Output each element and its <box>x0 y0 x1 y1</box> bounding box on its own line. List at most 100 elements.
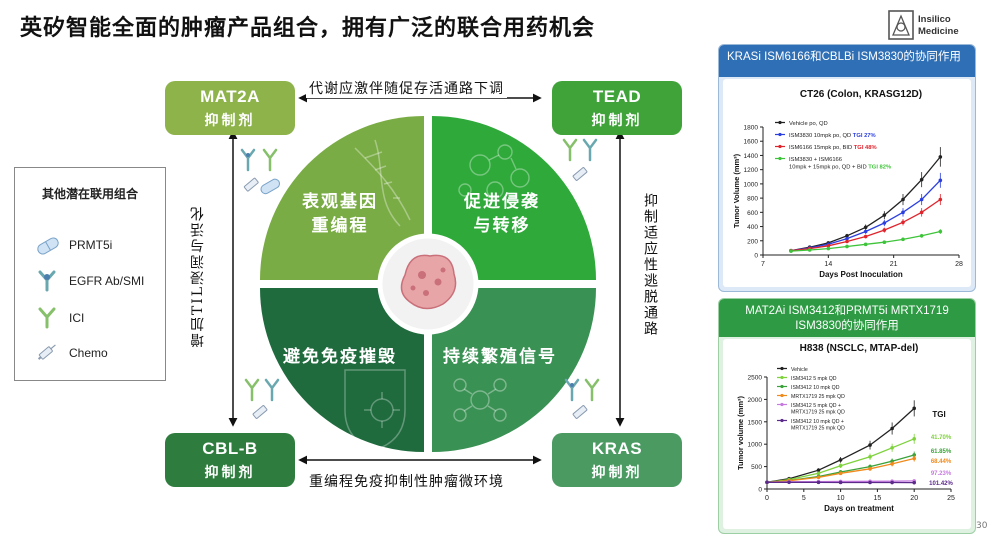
data-point <box>901 210 905 215</box>
y-tick-label: 600 <box>747 210 758 217</box>
y-tick-label: 0 <box>754 253 758 260</box>
data-point <box>912 453 916 457</box>
data-point <box>882 228 887 232</box>
y-axis-label: Tumor volume (mm³) <box>736 395 745 470</box>
data-point <box>938 178 943 183</box>
target-name: TEAD <box>592 87 642 106</box>
tgi-value: TGI 48% <box>852 145 876 151</box>
page-title: 英矽智能全面的肿瘤产品组合，拥有广泛的联合用药机会 <box>20 15 596 41</box>
right-connector-label: 抑制适应性逃脱通路 <box>642 193 658 337</box>
legend-marker <box>780 402 784 407</box>
quadrant-proliferation-label: 持续繁殖信号 <box>443 347 557 367</box>
antibody-icon <box>38 270 56 292</box>
company-logo <box>886 8 996 42</box>
panel-header: MAT2Ai ISM3412和PRMT5i MRTX1719 ISM3830的协… <box>719 299 975 337</box>
tgi-value: 101.42% <box>929 481 953 487</box>
cell-network-icon <box>458 144 530 199</box>
legend-label: ISM3412 10 mpk QD + <box>791 419 844 425</box>
logo-text: Insilico Medicine <box>918 14 959 38</box>
legend-label: ICI <box>69 311 85 325</box>
y-tick-label: 0 <box>758 487 762 494</box>
data-point <box>838 463 843 468</box>
data-point <box>826 243 831 248</box>
x-tick-label: 15 <box>874 495 882 502</box>
x-tick-label: 5 <box>802 495 806 502</box>
y-tick-label: 1400 <box>744 153 759 160</box>
shield-virus-icon <box>344 369 406 451</box>
tead-inhibitor-box: TEAD 抑制剂 <box>552 81 682 135</box>
left-connector-label: 增加TIL浸润与活化 <box>190 205 206 348</box>
legend-label: ISM3412 5 mpk QD <box>791 376 837 382</box>
y-tick-label: 1200 <box>744 167 759 174</box>
data-point <box>789 249 793 253</box>
kras-inhibitor-box: KRAS 抑制剂 <box>552 433 682 487</box>
data-point <box>912 456 916 461</box>
chart-title: H838 (NSCLC, MTAP-del) <box>800 343 919 354</box>
legend-marker <box>778 132 782 137</box>
inhibitor-label: 抑制剂 <box>591 465 643 481</box>
data-point <box>868 454 872 459</box>
combination-legend: 其他潜在联用组合 PRMT5i EGFR Ab/SMI ICI <box>14 167 166 381</box>
target-name: MAT2A <box>200 87 260 106</box>
tgi-value: 97.23% <box>931 471 952 477</box>
data-point <box>787 480 791 485</box>
data-point <box>890 480 894 485</box>
quadrant-text-line: 促进侵袭 <box>464 192 540 212</box>
data-point <box>938 155 943 159</box>
data-point <box>863 234 868 239</box>
tgi-value: 61.85% <box>931 449 952 455</box>
data-point <box>765 480 769 485</box>
proliferation-icon <box>453 378 507 422</box>
legend-label: ISM6166 15mpk po, BID TGI 48% <box>789 145 877 151</box>
data-point <box>882 213 887 217</box>
legend-label: PRMT5i <box>69 238 113 252</box>
tgi-value: TGI 27% <box>851 133 875 139</box>
legend-marker <box>780 384 784 389</box>
legend-marker <box>780 366 784 371</box>
data-point <box>816 471 821 476</box>
x-tick-label: 25 <box>947 495 955 502</box>
mat2a-drug-icons <box>240 148 281 195</box>
data-point <box>890 459 894 464</box>
top-connector-label: 代谢应激伴随促存活通路下调 <box>306 78 507 98</box>
y-tick-label: 1000 <box>744 181 759 188</box>
data-point <box>912 406 916 411</box>
data-point <box>845 239 849 244</box>
chart-title: CT26 (Colon, KRASG12D) <box>800 89 922 100</box>
quadrant-immune-evasion <box>260 288 424 452</box>
legend-label: ISM3830 10mpk po, QD TGI 27% <box>789 133 876 139</box>
ct26-tumor-volume-chart: CT26 (Colon, KRASG12D)020040060080010001… <box>723 79 971 287</box>
y-tick-label: 1800 <box>744 125 759 132</box>
data-point <box>901 237 905 242</box>
data-point <box>816 475 821 480</box>
data-point <box>882 240 887 244</box>
data-point <box>919 177 924 182</box>
quadrant-immune-evasion-label: 避免免疫摧毁 <box>283 347 397 367</box>
data-point <box>938 229 943 234</box>
data-point <box>845 244 849 249</box>
data-point <box>890 462 894 466</box>
quadrant-text-line: 表观基因 <box>302 192 378 212</box>
legend-label-line2: MRTX1719 25 mpk QD <box>791 426 845 432</box>
data-point <box>901 220 905 225</box>
y-tick-label: 1500 <box>748 419 763 426</box>
data-point <box>838 480 843 485</box>
quadrant-invasion-label: 促进侵袭 与转移 <box>452 190 552 238</box>
data-point <box>890 426 894 431</box>
legend-label: ISM3412 10 mpk QD <box>791 385 840 391</box>
quadrant-proliferation <box>432 288 596 452</box>
x-tick-label: 10 <box>837 495 845 502</box>
legend-marker <box>778 144 782 149</box>
legend-label: EGFR Ab/SMI <box>69 274 145 288</box>
y-tick-label: 400 <box>747 224 758 231</box>
data-point <box>863 225 868 230</box>
mat2a-inhibitor-box: MAT2A 抑制剂 <box>165 81 295 135</box>
chart-background <box>723 79 971 287</box>
data-point <box>868 480 872 485</box>
x-tick-label: 28 <box>955 261 963 268</box>
legend-marker <box>780 393 784 398</box>
data-point <box>901 197 905 202</box>
kras-cblb-synergy-panel: KRASi ISM6166和CBLBi ISM3830的协同作用 CT26 (C… <box>718 44 976 292</box>
legend-marker <box>780 375 784 380</box>
inhibitor-label: 抑制剂 <box>204 465 256 481</box>
